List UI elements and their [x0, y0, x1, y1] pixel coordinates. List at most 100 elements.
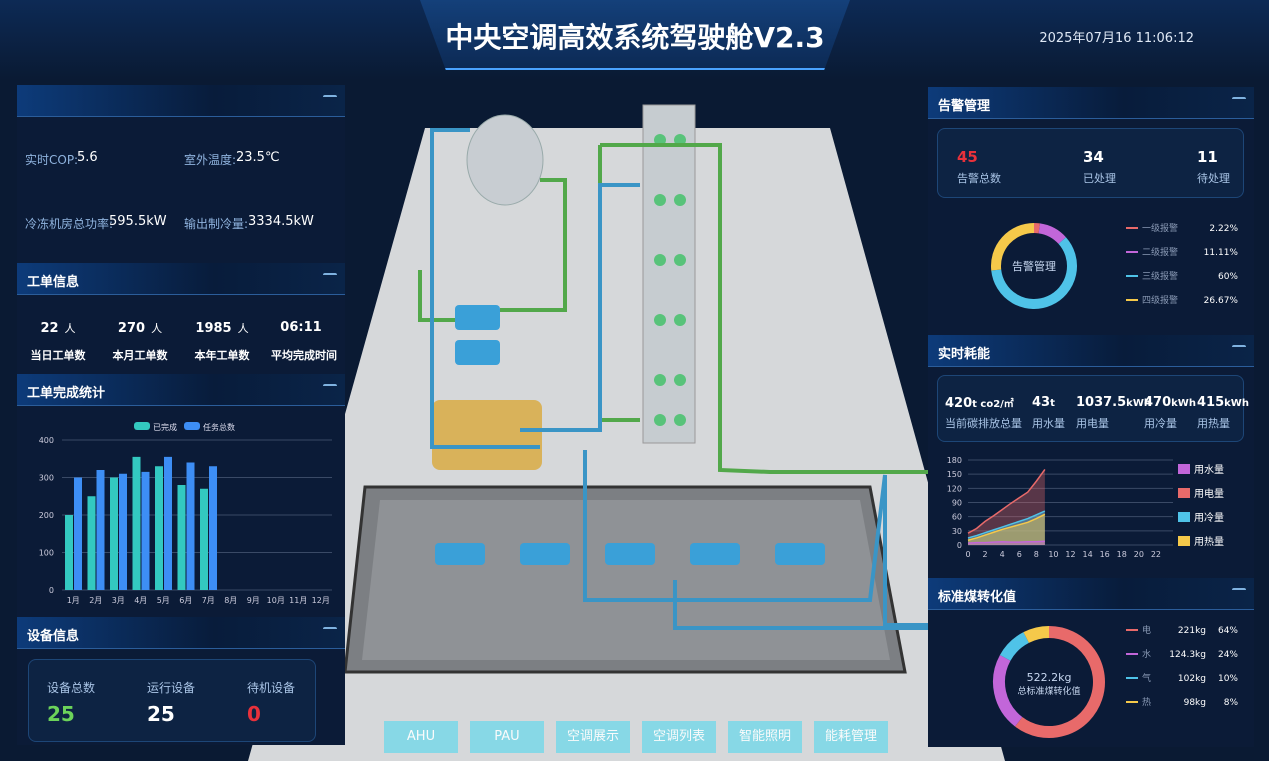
unit: 人: [237, 322, 249, 335]
y-tick: 300: [39, 474, 54, 483]
device-count: 0: [247, 702, 261, 726]
cooling-value: 3334.5kW: [248, 214, 314, 229]
slice-水: [993, 654, 1023, 727]
workorder-label: 本月工单数: [112, 349, 168, 362]
legend-amount: 102kg: [1178, 674, 1206, 684]
x-tick: 1月: [67, 596, 80, 605]
datetime: 2025年07月16 11:06:12: [1039, 31, 1194, 46]
energy-value: 1037.5kWh: [1076, 395, 1151, 410]
legend-label: 已完成: [153, 422, 177, 432]
cop-value: 5.6: [77, 150, 98, 165]
nav-button-2[interactable]: 空调展示: [556, 721, 630, 753]
x-tick: 6: [1017, 550, 1022, 559]
x-tick: 22: [1151, 550, 1161, 559]
nav-button-3[interactable]: 空调列表: [642, 721, 716, 753]
nav-button-0[interactable]: AHU: [384, 721, 458, 753]
unit: t co2/㎡: [972, 399, 1014, 410]
x-tick: 3月: [112, 596, 125, 605]
legend-percent: 8%: [1224, 698, 1239, 708]
device-card: [28, 659, 316, 742]
y-tick: 90: [952, 499, 962, 508]
slice-三级报警: [991, 237, 1077, 309]
y-tick: 100: [39, 549, 54, 558]
legend-swatch: [184, 422, 200, 430]
alarm-stats-card: [937, 128, 1244, 198]
donut-center-text: 告警管理: [1012, 259, 1056, 273]
device-label: 设备总数: [47, 681, 96, 695]
completion-title: 工单完成统计: [27, 386, 106, 401]
x-tick: 2: [983, 550, 988, 559]
slice-四级报警: [991, 223, 1035, 271]
cooling-tower: [466, 114, 544, 206]
x-tick: 8: [1034, 550, 1039, 559]
bar-已完成: [65, 515, 73, 590]
y-tick: 30: [952, 527, 962, 536]
bar-已完成: [177, 485, 186, 590]
coal-header: 标准煤转化值: [928, 578, 1254, 610]
alarm-stat-label: 告警总数: [957, 172, 1001, 185]
wave-icon: [1232, 97, 1246, 101]
legend-percent: 26.67%: [1204, 296, 1239, 306]
x-tick: 2月: [89, 596, 102, 605]
legend-amount: 221kg: [1178, 626, 1206, 636]
y-tick: 120: [947, 484, 962, 493]
alarm-count: 34: [1083, 148, 1104, 166]
energy-header: 实时耗能: [928, 335, 1254, 367]
legend-amount: 98kg: [1184, 698, 1206, 708]
unit: kWh: [1224, 398, 1249, 409]
nav-button-4[interactable]: 智能照明: [728, 721, 802, 753]
energy-label: 用热量: [1197, 417, 1230, 430]
y-tick: 0: [957, 541, 962, 550]
x-tick: 12: [1065, 550, 1075, 559]
energy-value: 43t: [1032, 395, 1055, 410]
alarm-count: 11: [1197, 148, 1218, 166]
legend-name: 气: [1142, 672, 1151, 684]
legend-swatch: [1178, 488, 1190, 498]
y-tick: 200: [39, 511, 54, 520]
legend-swatch: [1178, 464, 1190, 474]
x-tick: 16: [1100, 550, 1110, 559]
plant-room-3d-view[interactable]: [245, 100, 1005, 761]
legend-label: 用热量: [1194, 535, 1224, 548]
slice-热: [1023, 626, 1050, 643]
value: 270: [117, 321, 146, 336]
value: 470: [1144, 395, 1172, 410]
power-value: 595.5kW: [109, 214, 167, 229]
wave-icon: [323, 273, 337, 277]
legend-swatch: [1178, 512, 1190, 522]
energy-title: 实时耗能: [938, 347, 991, 362]
device-title: 设备信息: [27, 629, 80, 644]
nav-button-1[interactable]: PAU: [470, 721, 544, 753]
bar-任务总数: [164, 456, 172, 590]
workorder-label: 本年工单数: [194, 349, 250, 362]
unit: 人: [151, 322, 163, 335]
coal-title: 标准煤转化值: [938, 590, 1017, 605]
cop-label: 实时COP:: [25, 153, 79, 167]
x-tick: 12月: [312, 596, 330, 605]
nav-button-5[interactable]: 能耗管理: [814, 721, 888, 753]
bar-任务总数: [209, 466, 217, 590]
x-tick: 6月: [179, 596, 192, 605]
x-tick: 4月: [134, 596, 147, 605]
x-tick: 4: [1000, 550, 1005, 559]
wave-icon: [323, 384, 337, 388]
y-tick: 180: [947, 456, 962, 465]
donut-center-text: 总标准煤转化值: [1017, 685, 1080, 697]
legend-percent: 24%: [1218, 650, 1238, 660]
line-用冷量: [967, 510, 1046, 539]
donut-center-text: 522.2kg: [1027, 671, 1072, 684]
value: 415: [1197, 395, 1225, 410]
legend-swatch: [134, 422, 150, 430]
page-title: 中央空调高效系统驾驶舱V2.3: [445, 21, 825, 54]
x-tick: 14: [1082, 550, 1092, 559]
title-frame: [420, 0, 850, 70]
completion-header: 工单完成统计: [17, 374, 345, 406]
legend-percent: 10%: [1218, 674, 1238, 684]
legend-percent: 60%: [1218, 272, 1238, 282]
cooling-label: 输出制冷量:: [184, 217, 249, 231]
bar-已完成: [200, 488, 208, 590]
